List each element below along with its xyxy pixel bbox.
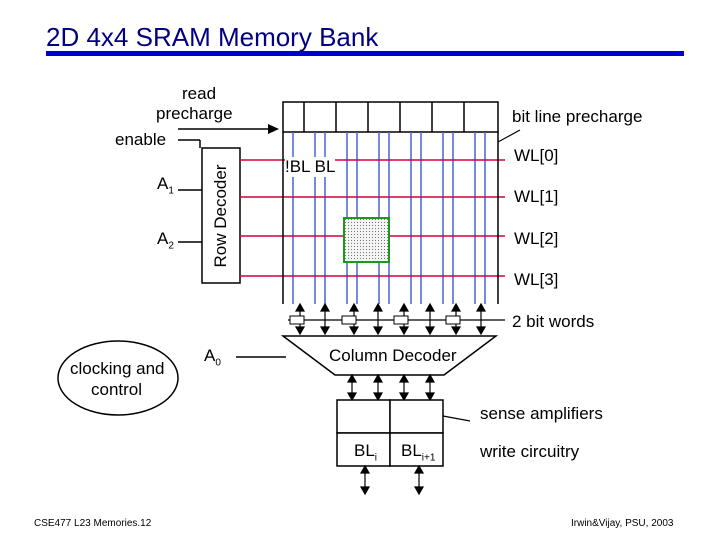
word-lines: [240, 159, 505, 277]
read-precharge-arrowhead: [268, 124, 279, 134]
sense-write-blocks: [336, 399, 444, 467]
bottom-io-arrows: [359, 464, 425, 496]
decoder-to-sense-arrows: [346, 373, 436, 402]
enable-label: enable: [115, 130, 167, 149]
read-precharge-label-line2: precharge: [156, 104, 233, 123]
title-underline: [46, 51, 684, 56]
page-title: 2D 4x4 SRAM Memory Bank: [46, 22, 379, 52]
row-decoder-box: [201, 147, 241, 284]
wl2-label: WL[2]: [514, 229, 559, 249]
clocking-label-line1: clocking and: [70, 359, 165, 378]
clocking-control-ellipse: [57, 340, 179, 416]
sense-amplifiers-label: sense amplifiers: [480, 404, 603, 423]
wl0-label: WL[0]: [514, 146, 559, 166]
footer-right: Irwin&Vijay, PSU, 2003: [571, 518, 674, 529]
column-mux: [288, 302, 505, 336]
bli1-label: BLi+1: [401, 441, 436, 464]
ibl-bl-label: !BL BL: [285, 157, 336, 177]
clocking-label-line2: control: [91, 380, 143, 399]
bit-line-precharge-row: [282, 101, 499, 133]
bit-line-precharge-label: bit line precharge: [512, 107, 643, 126]
column-decoder-label: Column Decoder: [329, 346, 457, 365]
bit-line-precharge-pointer: [497, 129, 521, 143]
two-bit-words-label: 2 bit words: [512, 312, 595, 331]
wl1-label: WL[1]: [514, 187, 559, 207]
a2-label: A2: [157, 229, 174, 252]
wl3-label: WL[3]: [514, 270, 559, 290]
bli-label: BLi: [354, 441, 378, 464]
footer-left: CSE477 L23 Memories.12: [34, 518, 152, 529]
row-decoder-label: Row Decoder: [211, 164, 230, 268]
read-precharge-label-line1: read: [182, 84, 217, 103]
sram-cell-highlight: [343, 217, 390, 263]
column-decoder-shape: [280, 335, 499, 376]
a0-label: A0: [204, 346, 221, 369]
a1-label: A1: [157, 174, 174, 197]
write-circuitry-label: write circuitry: [480, 442, 580, 461]
sense-amplifiers-pointer: [442, 415, 471, 422]
